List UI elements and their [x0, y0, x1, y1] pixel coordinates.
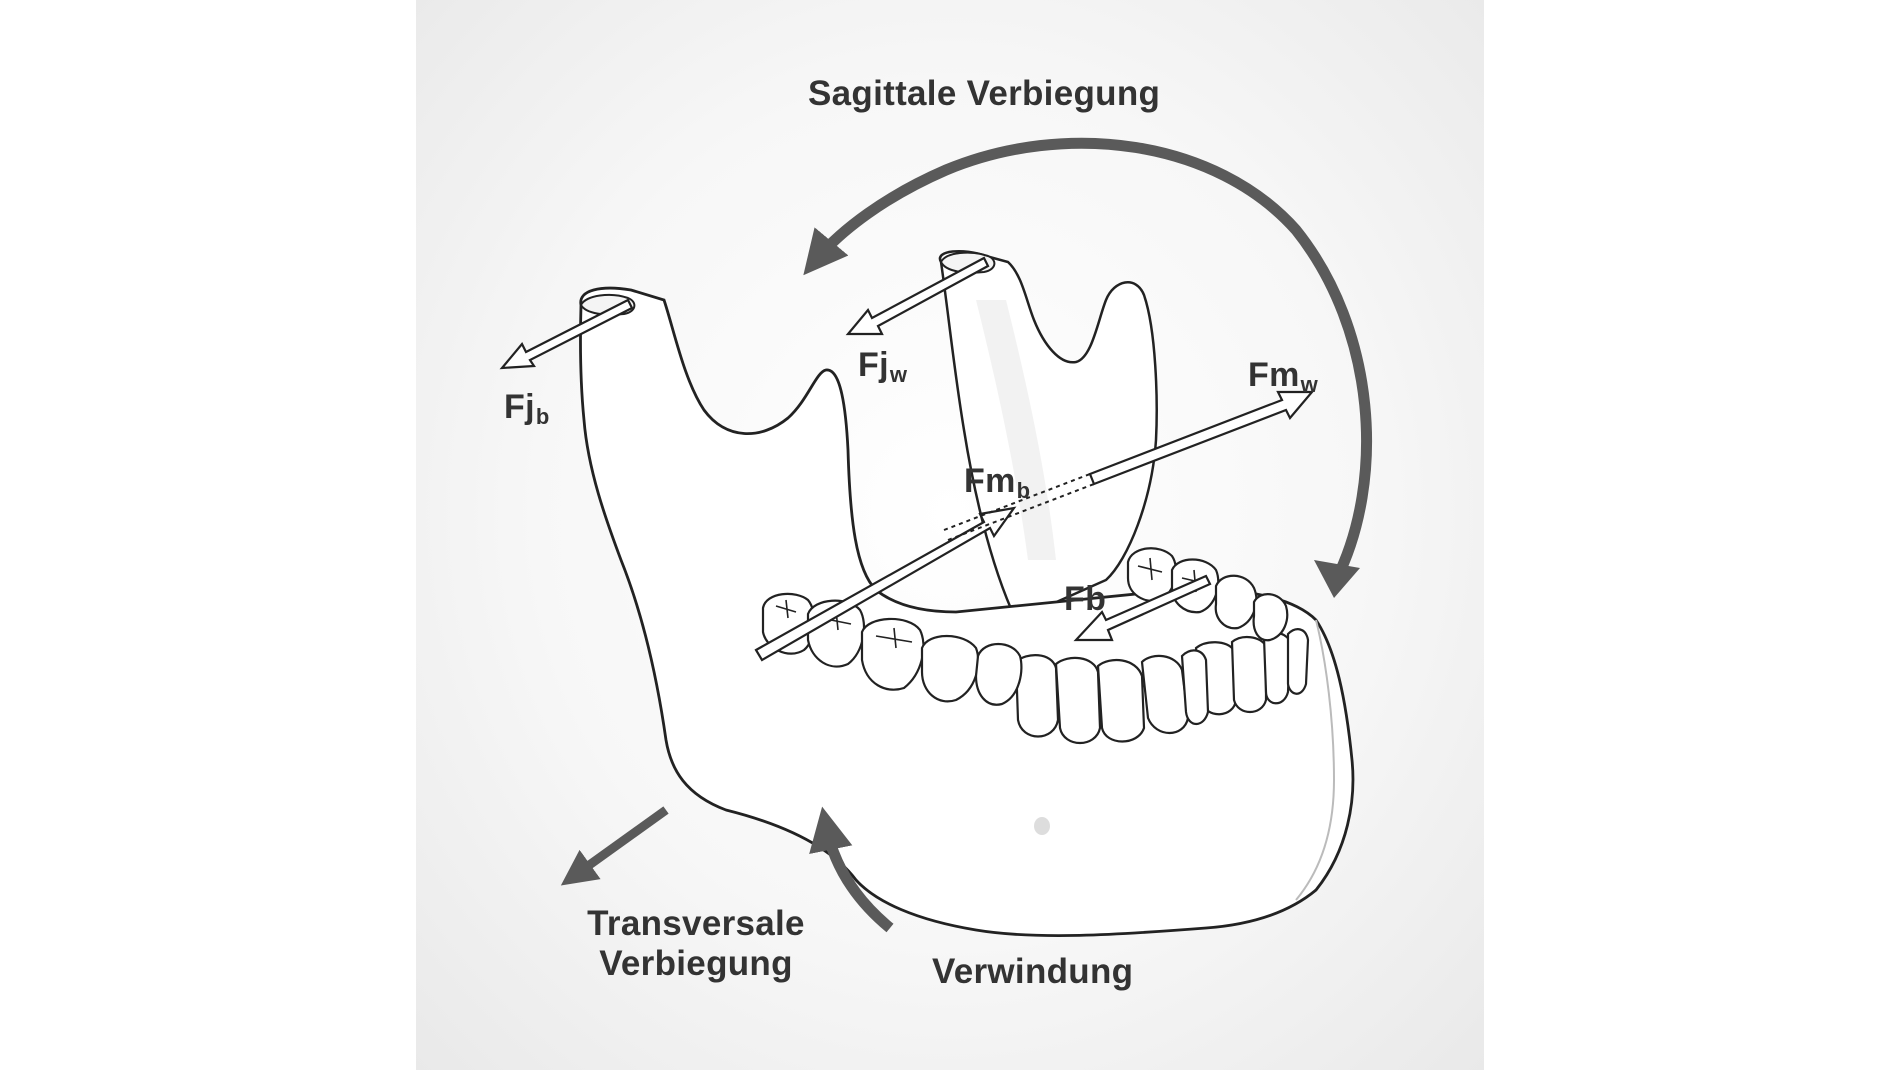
fj-w-label: Fjw [858, 346, 907, 388]
fb-main: Fb [1064, 580, 1107, 618]
fm-w-label: Fmw [1248, 356, 1318, 398]
mandible-body [579, 286, 1355, 938]
fj-w-sub: w [889, 362, 908, 387]
torsion-label: Verwindung [932, 952, 1134, 991]
transversal-label-line1: Transversale [587, 904, 805, 943]
fm-b-main: Fm [964, 462, 1016, 500]
fj-b-sub: b [535, 404, 550, 429]
fm-b-arrow [754, 506, 1017, 662]
transversal-bending-label: Transversale Verbiegung [556, 904, 836, 984]
fb-label: Fb [1064, 580, 1106, 619]
fj-w-arrow [845, 256, 990, 336]
sagittal-bending-label: Sagittale Verbiegung [808, 74, 1161, 113]
diagram-panel: Sagittale Verbiegung Transversale Verbie… [416, 0, 1484, 1070]
sagittal-arc-arrowhead-bottom [1314, 560, 1360, 598]
fj-b-arrow [499, 298, 634, 370]
fj-b-main: Fj [504, 388, 535, 426]
torsion-arrow [809, 806, 894, 933]
fm-w-hidden-line [943, 473, 1095, 541]
incisors [1194, 628, 1310, 716]
mandible-diagram [499, 137, 1373, 938]
fm-w-arrow [1088, 390, 1315, 486]
front-row-teeth [1014, 649, 1210, 744]
fm-b-sub: b [1016, 478, 1031, 503]
fb-arrow [1073, 574, 1212, 642]
transversal-arrow [560, 806, 669, 886]
fj-b-label: Fjb [504, 388, 550, 430]
fm-w-main: Fm [1248, 356, 1300, 394]
fm-b-label: Fmb [964, 462, 1030, 504]
transversal-label-line2: Verbiegung [599, 944, 793, 983]
working-side-ramus [938, 250, 1158, 622]
chin-front [1295, 619, 1336, 901]
fj-w-main: Fj [858, 346, 889, 384]
mental-foramen [1034, 817, 1050, 835]
sagittal-arc-arrow [803, 137, 1373, 583]
fm-w-sub: w [1300, 372, 1319, 397]
